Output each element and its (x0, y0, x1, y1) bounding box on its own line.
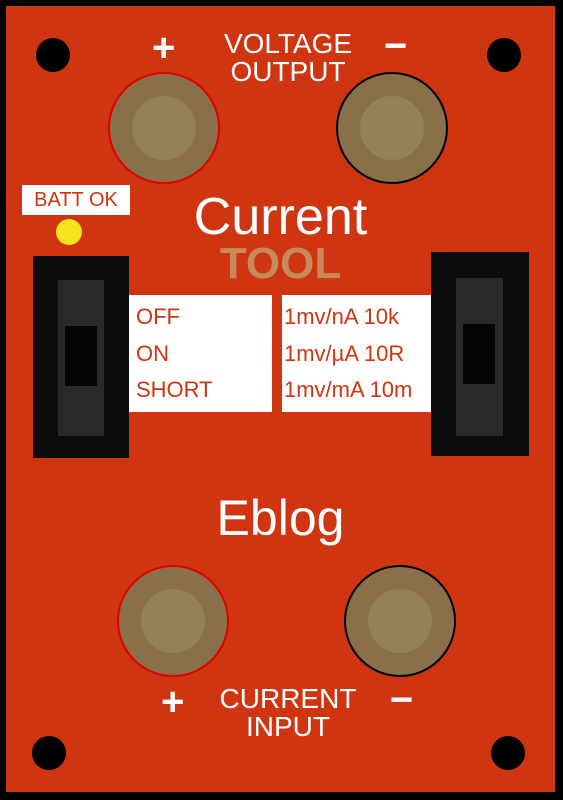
mode-options-panel: OFF ON SHORT (129, 295, 272, 412)
circuit-board: + − VOLTAGE OUTPUT BATT OK Current TOOL … (6, 6, 555, 792)
voltage-output-minus-sign: − (384, 24, 408, 68)
range-slide-switch[interactable] (431, 252, 529, 456)
current-input-minus-sign: − (390, 678, 414, 722)
voltage-output-plus-sign: + (152, 26, 176, 70)
mounting-hole-top-left (36, 38, 70, 72)
current-input-label: CURRENT INPUT (219, 683, 357, 742)
range-option-ma: 1mv/mA 10m (284, 377, 413, 402)
mode-switch-knob[interactable] (65, 326, 97, 386)
title-tool: TOOL (219, 239, 342, 288)
mounting-hole-top-right (487, 38, 521, 72)
mode-slide-switch[interactable] (33, 256, 129, 458)
terminal-cap (368, 589, 432, 653)
title-current: Current (193, 188, 368, 246)
mode-option-on: ON (136, 341, 169, 366)
batt-ok-label: BATT OK (22, 185, 130, 215)
terminal-cap (360, 96, 424, 160)
voltage-output-label: VOLTAGE OUTPUT (223, 28, 353, 87)
terminal-cap (141, 589, 205, 653)
terminal-cap (132, 96, 196, 160)
mounting-hole-bottom-left (32, 736, 66, 770)
mode-option-short: SHORT (136, 377, 213, 402)
range-options-panel: 1mv/nA 10k 1mv/µA 10R 1mv/mA 10m (282, 295, 431, 412)
current-input-plus-sign: + (161, 680, 185, 724)
brand-name: Eblog (216, 490, 345, 546)
range-option-ua: 1mv/µA 10R (284, 341, 405, 366)
current-input-positive-terminal[interactable] (117, 565, 229, 677)
battery-led-indicator (56, 219, 82, 245)
mounting-hole-bottom-right (491, 736, 525, 770)
range-option-na: 1mv/nA 10k (284, 304, 399, 329)
voltage-output-negative-terminal[interactable] (336, 72, 448, 184)
mode-option-off: OFF (136, 304, 180, 329)
voltage-output-positive-terminal[interactable] (108, 72, 220, 184)
current-input-negative-terminal[interactable] (344, 565, 456, 677)
range-switch-knob[interactable] (463, 324, 495, 384)
